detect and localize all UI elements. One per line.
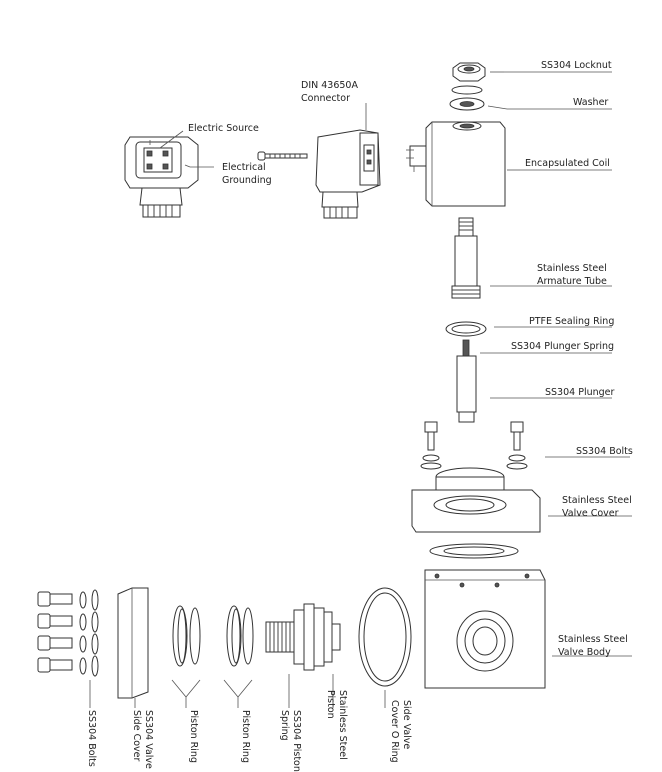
valve-body-part [424, 569, 546, 689]
piston-rings-part [172, 605, 254, 667]
armature-tube-part [451, 217, 481, 299]
label-coil: Encapsulated Coil [525, 158, 610, 169]
label-plunger: SS304 Plunger [545, 387, 615, 398]
label-washer: Washer [573, 97, 609, 108]
locknut-part [452, 62, 486, 82]
cover-gasket-part [429, 543, 519, 559]
label-piston-ring-2: Piston Ring [240, 710, 251, 763]
coil-part [406, 121, 506, 207]
label-piston-ring-1: Piston Ring [188, 710, 199, 763]
din-connector-part [315, 129, 381, 219]
washer-part [449, 85, 485, 111]
piston-assembly-part [265, 603, 341, 671]
plunger-spring-part [462, 339, 470, 357]
side-o-ring-part [358, 587, 412, 687]
connector-socket-part [124, 136, 199, 218]
connector-screw-part [257, 151, 308, 161]
label-locknut: SS304 Locknut [541, 60, 612, 71]
side-cover-part [117, 587, 149, 699]
bolts-right-part [420, 421, 528, 470]
label-ptfe-ring: PTFE Sealing Ring [529, 316, 615, 327]
label-bolts-right: SS304 Bolts [576, 446, 633, 457]
ptfe-ring-part [445, 321, 487, 337]
valve-cover-part [411, 467, 541, 533]
label-electric-source: Electric Source [188, 123, 259, 134]
label-bolts-bottom: SS304 Bolts [86, 710, 97, 767]
plunger-part [456, 355, 477, 423]
bolts-bottom-part [37, 589, 99, 677]
label-plunger-spring: SS304 Plunger Spring [511, 341, 615, 352]
